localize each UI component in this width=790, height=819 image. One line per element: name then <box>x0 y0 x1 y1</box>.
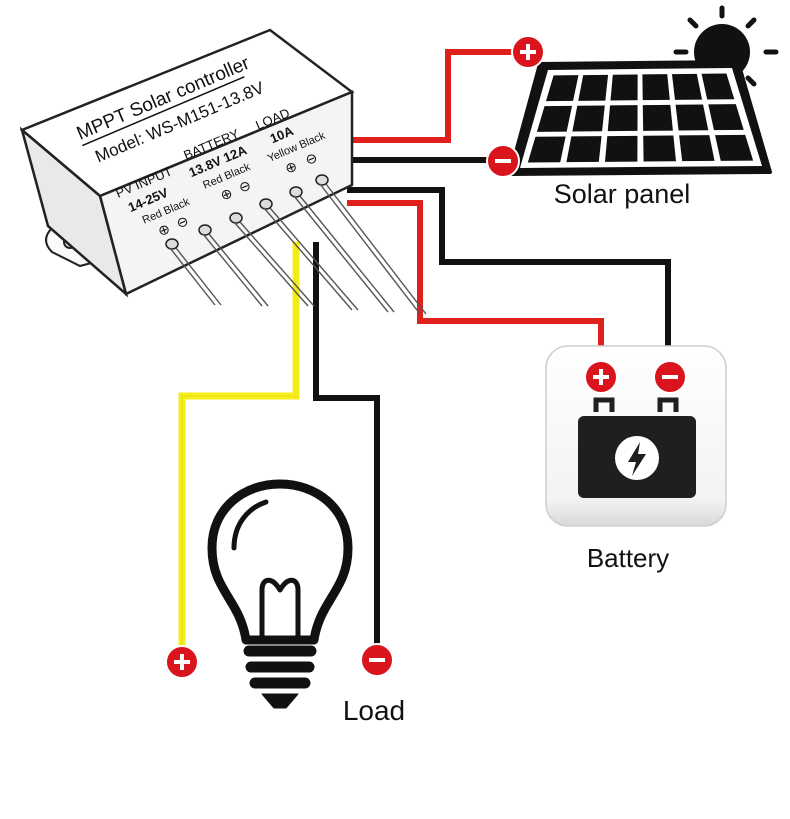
solar-panel: Solar panel <box>508 5 779 209</box>
pv-minus-symbol: ⊖ <box>174 212 191 231</box>
bulb-base-ring <box>245 661 315 673</box>
terminal-screw <box>315 174 329 186</box>
battery: Battery <box>545 345 727 573</box>
solar-cell <box>679 135 715 162</box>
bulb-glass <box>207 479 353 645</box>
terminal-badges <box>165 35 687 679</box>
solar-cell <box>578 74 609 101</box>
solar-cell <box>642 104 673 131</box>
plus-icon <box>174 654 190 670</box>
solar-cell <box>527 136 566 163</box>
solar-cell <box>675 104 709 131</box>
bulb-base-ring <box>243 645 317 657</box>
panel-positive-badge <box>511 35 545 69</box>
solar-cell <box>566 136 602 163</box>
panel-negative-badge <box>486 144 520 178</box>
solar-cell <box>671 73 703 100</box>
pv-positive-wire <box>349 49 528 143</box>
battery-positive-wire <box>347 200 604 369</box>
battery-negative-badge <box>653 360 687 394</box>
terminal-screw <box>259 198 273 210</box>
battery-terminal-positive <box>593 397 615 412</box>
load-plus-symbol: ⊕ <box>282 157 299 176</box>
solar-cell <box>545 75 579 102</box>
bulb-filament <box>259 577 301 639</box>
battery-negative-wire <box>347 187 671 369</box>
plus-icon <box>593 369 609 385</box>
solar-cell <box>701 73 735 100</box>
terminal-screw <box>229 212 243 224</box>
solar-cell <box>642 74 670 101</box>
solar-cell <box>643 135 676 162</box>
load-negative-wire <box>313 242 380 653</box>
solar-cell <box>536 105 573 132</box>
load-minus-symbol: ⊖ <box>303 149 320 168</box>
wires <box>178 49 671 653</box>
battery-minus-symbol: ⊖ <box>236 176 253 195</box>
battery-terminal-negative <box>657 397 679 412</box>
solar-cell <box>610 74 638 101</box>
bulb-tip <box>261 693 299 709</box>
solar-panel-label: Solar panel <box>554 179 691 209</box>
terminal-screw <box>289 186 303 198</box>
pv-plus-symbol: ⊕ <box>155 220 172 239</box>
bulb-base-ring <box>249 677 311 689</box>
solar-cell <box>572 105 605 132</box>
load-label: Load <box>343 695 405 726</box>
terminal-screws <box>165 174 329 250</box>
bulb-reflection <box>231 499 269 551</box>
mppt-controller: MPPT Solar controller Model: WS-M151-13.… <box>19 28 427 315</box>
load-positive-wire-outline <box>181 244 297 649</box>
controller-left-face <box>19 126 129 298</box>
solar-cell <box>715 134 754 161</box>
terminal-screw <box>198 224 212 236</box>
terminal-screw <box>165 238 179 250</box>
battery-positive-badge <box>584 360 618 394</box>
load-negative-badge <box>360 643 394 677</box>
solar-cell <box>607 105 638 132</box>
battery-plus-symbol: ⊕ <box>218 184 235 203</box>
light-bulb <box>207 479 353 709</box>
load-positive-badge <box>165 645 199 679</box>
solar-cell <box>708 104 744 131</box>
controller-title-underline <box>82 76 245 147</box>
lead-wires <box>169 183 427 315</box>
lightning-icon <box>628 442 646 476</box>
battery-label: Battery <box>587 543 669 573</box>
plus-icon <box>520 44 536 60</box>
solar-cell <box>604 135 638 162</box>
solar-panel-cells <box>527 73 754 163</box>
